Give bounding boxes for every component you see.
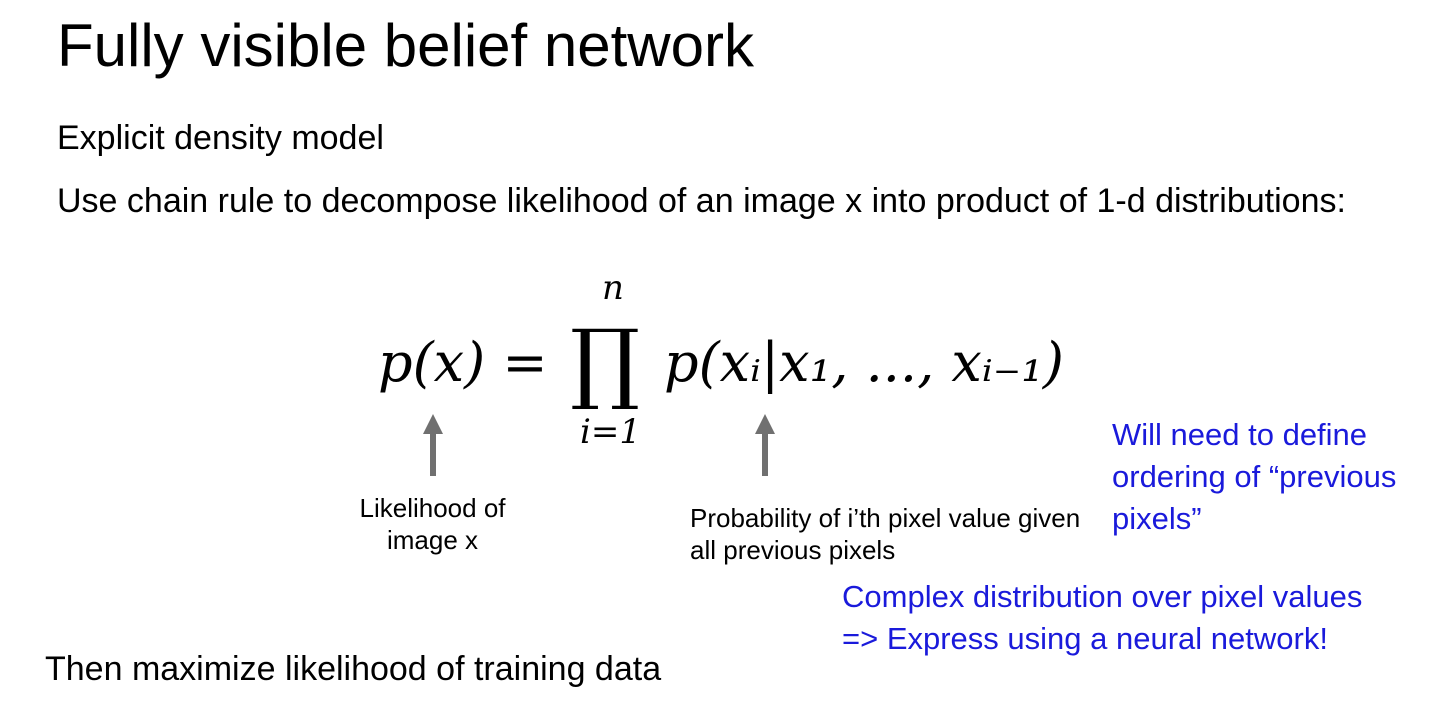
formula-lower-limit: i=1 xyxy=(580,412,641,452)
probability-label: Probability of i’th pixel value given al… xyxy=(690,503,1081,565)
slide-title: Fully visible belief network xyxy=(57,12,754,79)
bullet-chain-rule: Use chain rule to decompose likelihood o… xyxy=(57,182,1346,220)
arrow-up-icon xyxy=(423,414,443,476)
arrow-up-icon xyxy=(755,414,775,476)
likelihood-label: Likelihood of image x xyxy=(359,493,506,555)
neural-network-note: Complex distribution over pixel values =… xyxy=(842,579,1363,656)
formula-rhs: p(xᵢ|x₁, ..., xᵢ₋₁) xyxy=(664,331,1064,394)
formula-lhs: p(x) = xyxy=(378,331,548,394)
formula-product-symbol: ∏ xyxy=(570,310,641,413)
bullet-maximize-likelihood: Then maximize likelihood of training dat… xyxy=(45,650,662,688)
formula-upper-limit: n xyxy=(602,268,624,308)
bullet-explicit-density: Explicit density model xyxy=(57,119,384,157)
ordering-note: Will need to define ordering of “previou… xyxy=(1112,417,1397,536)
